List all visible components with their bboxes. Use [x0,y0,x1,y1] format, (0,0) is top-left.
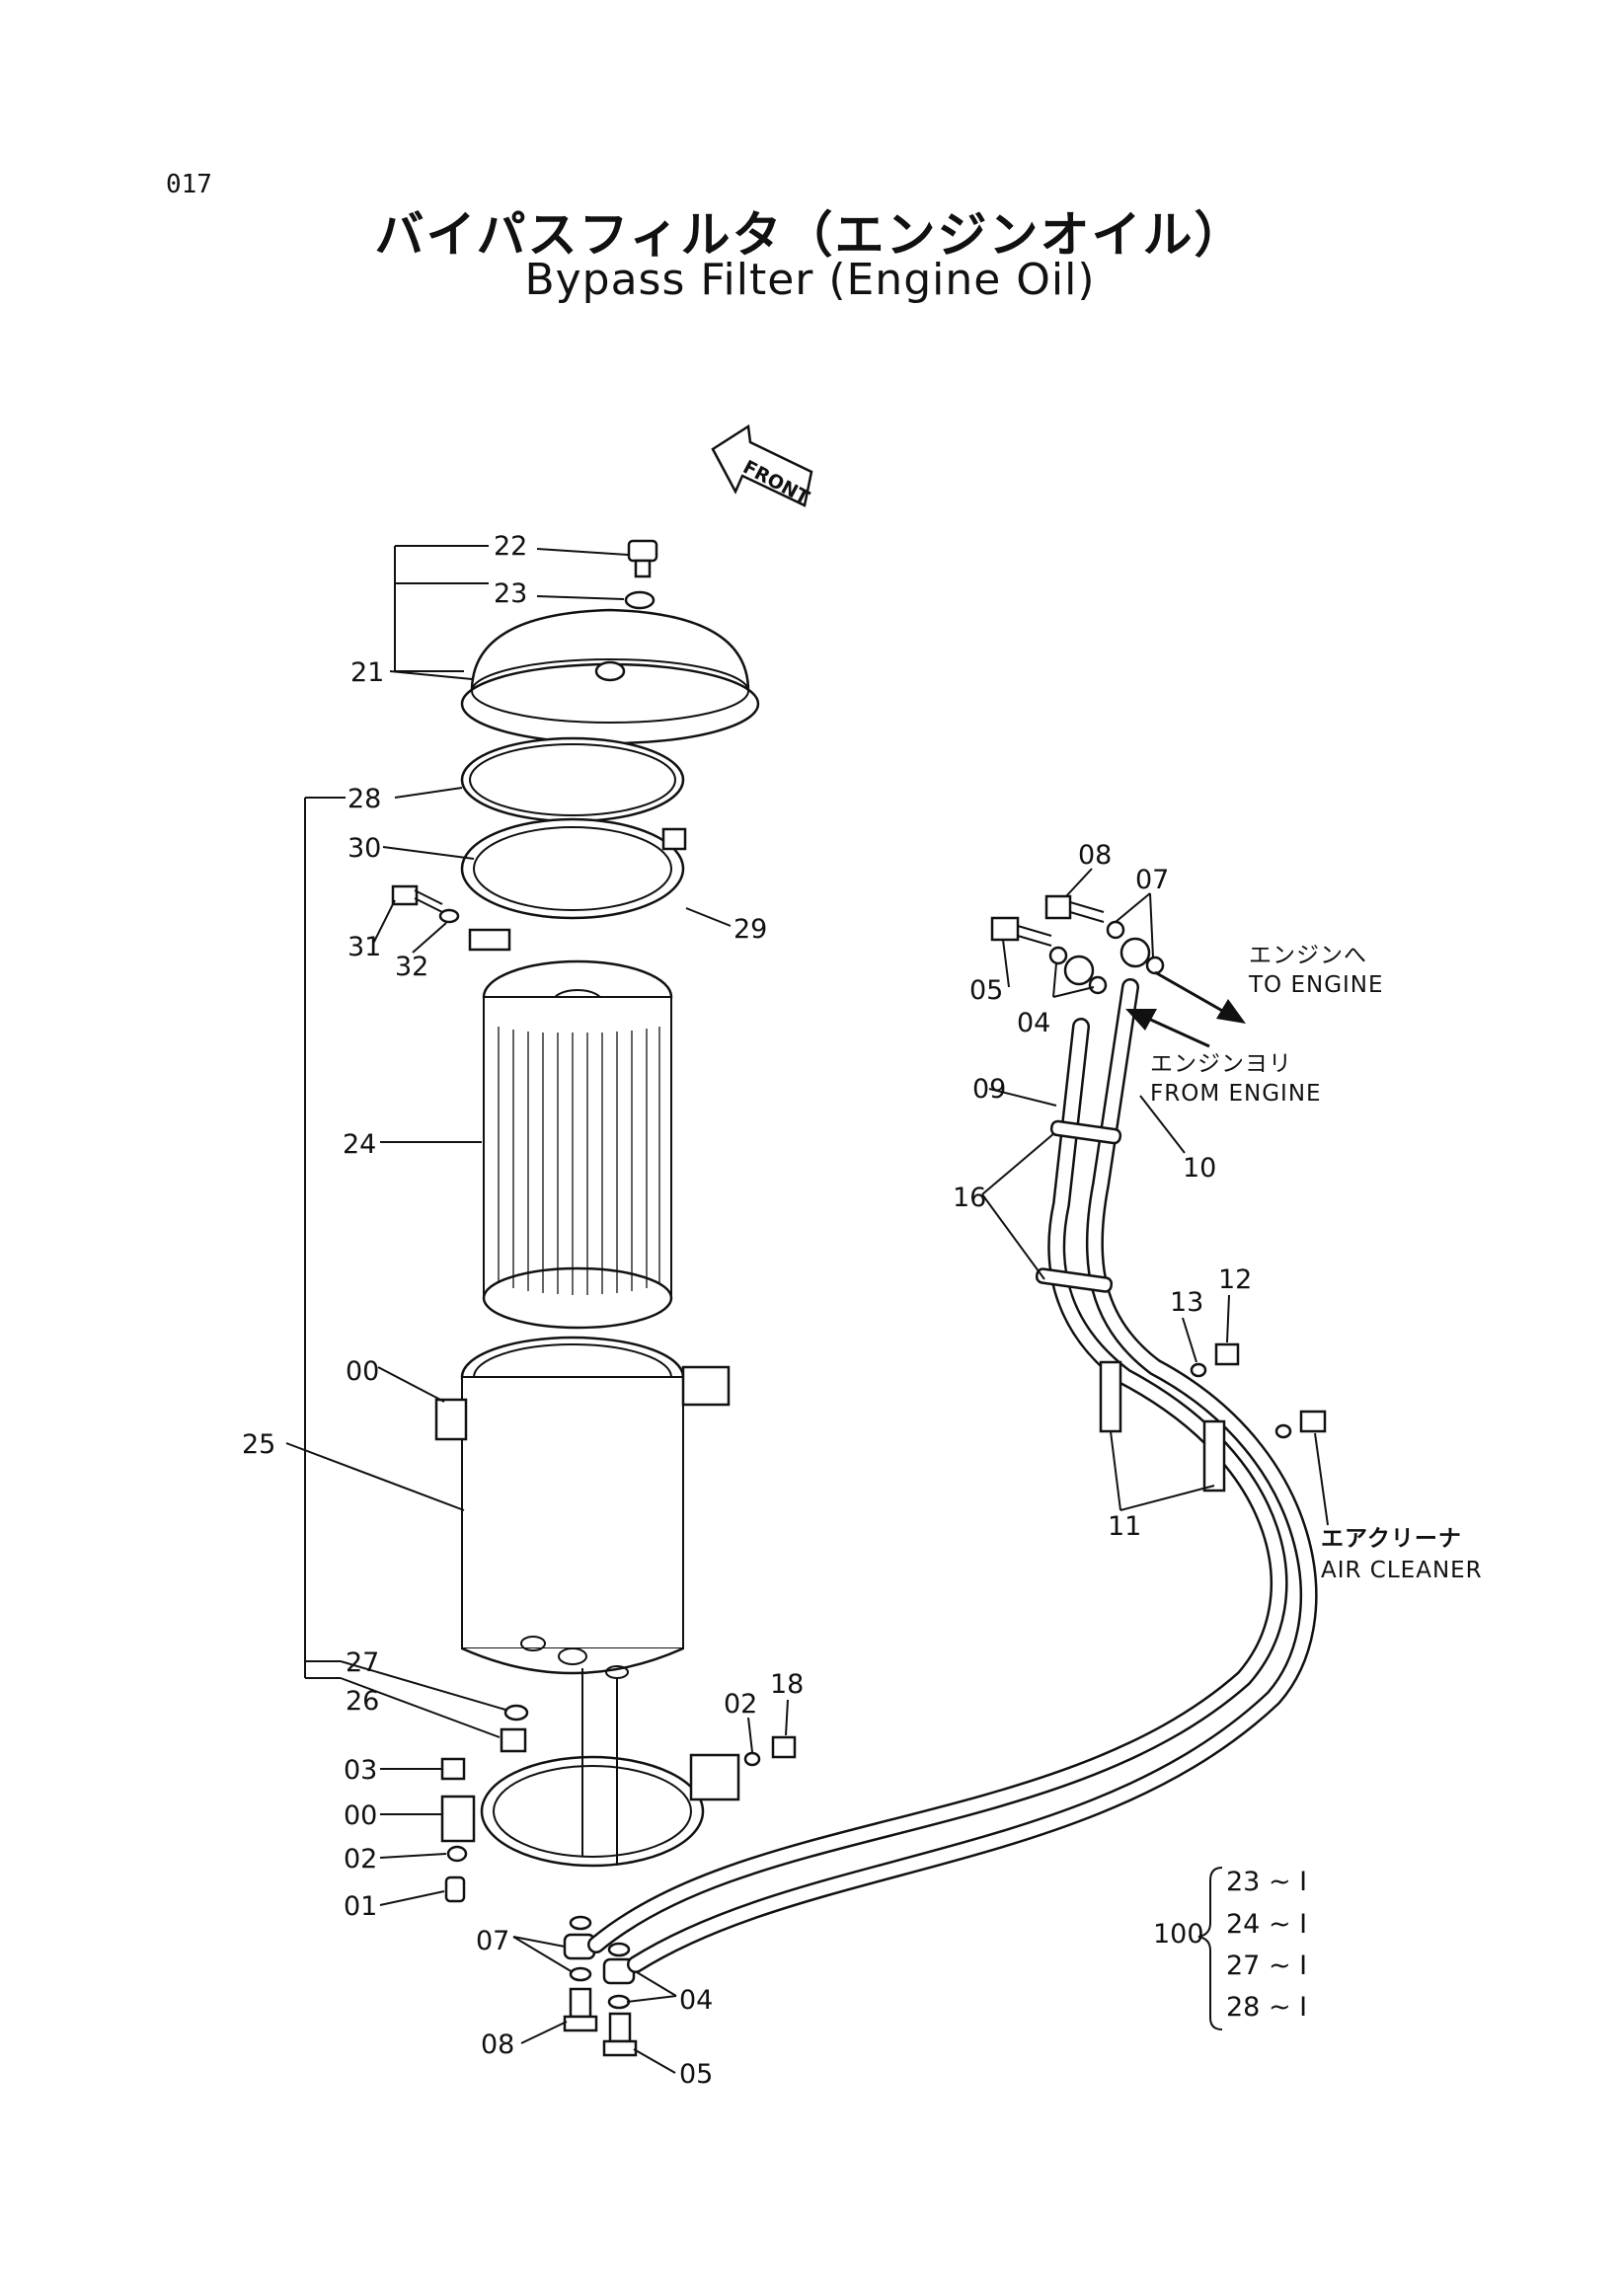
label-part-12: 12 [1218,1264,1252,1295]
air-cleaner-en: AIR CLEANER [1321,1558,1483,1583]
label-part-05-bottom: 05 [679,2059,713,2090]
kit-list: 100 23 ~ I 24 ~ I 27 ~ I 28 ~ I [1153,1867,1307,2030]
label-part-13: 13 [1170,1287,1203,1318]
label-part-31: 31 [347,932,381,962]
air-cleaner-bolt [1274,1410,1327,1439]
o-ring-part-28 [460,736,685,823]
label-part-23: 23 [494,578,527,609]
label-part-25: 25 [242,1429,275,1460]
washer-part-23 [624,590,656,610]
label-part-32: 32 [395,952,428,982]
label-part-05-top: 05 [969,975,1003,1006]
group-bracket-bottom [304,797,346,1679]
bolt-part-31 [391,884,443,913]
kit-item-4: 28 ~ I [1226,1992,1307,2023]
clamp-band-part-29 [460,817,687,952]
label-part-01: 01 [344,1891,377,1922]
label-part-07-bottom: 07 [476,1926,509,1956]
part-labels: 22 23 21 28 30 29 31 32 24 00 25 27 26 0… [242,531,1252,2090]
front-arrow-icon: FRONT [711,423,813,509]
kit-item-2: 24 ~ I [1226,1909,1307,1940]
flow-annotations: エンジンへ TO ENGINE エンジンヨリ FROM ENGINE エアクリー… [1150,943,1483,1583]
washer-part-02b [743,1751,761,1767]
washer-part-27 [503,1704,529,1722]
washer-part-13 [1190,1362,1207,1378]
bracket-part-11 [1099,1360,1226,1492]
label-part-02-left: 02 [344,1844,377,1875]
label-part-00-lower: 00 [344,1800,377,1831]
label-part-24: 24 [343,1129,376,1160]
bolt-part-01 [444,1875,466,1903]
washer-part-02a [446,1845,468,1863]
hose-part-10 [627,978,1318,1973]
filter-body-part-25 [434,1336,731,1679]
label-part-02-right: 02 [724,1689,757,1720]
label-part-08-top: 08 [1078,840,1112,871]
label-part-04-bottom: 04 [679,1985,713,2016]
label-part-07-top: 07 [1135,865,1169,895]
bolt-part-18 [771,1735,797,1759]
label-part-03: 03 [344,1755,377,1786]
filter-element-part-24 [482,959,673,1330]
air-cleaner-jp: エアクリーナ [1321,1526,1462,1552]
nut-part-03 [440,1757,466,1781]
page-title-japanese: バイパスフィルタ（エンジンオイル） [374,206,1246,264]
page-number: 017 [166,170,212,199]
label-part-00-upper: 00 [346,1356,379,1387]
kit-item-3: 27 ~ I [1226,1951,1307,1981]
label-part-04-top: 04 [1017,1008,1050,1038]
to-engine-en: TO ENGINE [1248,972,1384,998]
label-part-30: 30 [347,833,381,864]
label-part-26: 26 [346,1686,379,1717]
washer-part-32 [438,908,460,924]
page-title-english: Bypass Filter (Engine Oil) [524,255,1096,305]
group-bracket-top [394,545,489,672]
label-part-11: 11 [1108,1511,1141,1542]
to-engine-arrow-icon [1154,970,1246,1024]
label-part-22: 22 [494,531,527,562]
label-part-09: 09 [972,1074,1006,1105]
hose-clamp-part-16 [1035,1119,1122,1293]
kit-number: 100 [1153,1919,1204,1950]
to-engine-jp: エンジンへ [1249,943,1367,968]
from-engine-arrow-icon [1125,1009,1210,1048]
label-part-27: 27 [346,1647,379,1678]
label-part-08-bottom: 08 [481,2029,514,2060]
filter-cover-part-21 [460,608,760,745]
label-part-28: 28 [347,784,381,814]
nut-part-26 [500,1727,527,1753]
kit-item-1: 23 ~ I [1226,1867,1307,1897]
label-part-10: 10 [1183,1153,1216,1184]
label-part-18: 18 [770,1669,804,1700]
plug-part-22 [627,539,658,578]
hose-part-09 [587,1018,1288,1953]
label-part-29: 29 [733,914,767,945]
from-engine-jp: エンジンヨリ [1150,1051,1292,1077]
label-part-21: 21 [350,657,384,688]
bracket-part-00 [440,1668,740,1868]
bolt-part-12 [1214,1342,1240,1366]
from-engine-en: FROM ENGINE [1150,1081,1322,1107]
label-part-16: 16 [953,1183,986,1213]
top-fittings [990,894,1165,995]
